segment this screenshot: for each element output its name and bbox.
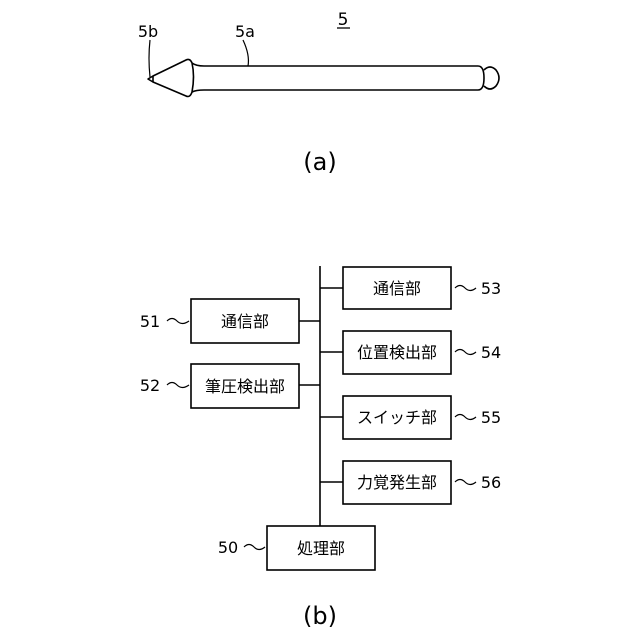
block-51: 通信部 51	[140, 299, 299, 343]
block-52: 筆圧検出部 52	[140, 364, 299, 408]
block-52-id: 52	[140, 376, 160, 395]
label-5b: 5b	[138, 22, 158, 41]
block-54-id: 54	[481, 343, 501, 362]
caption-a: (a)	[303, 148, 336, 176]
block-53-id: 53	[481, 279, 501, 298]
block-55-name: スイッチ部	[357, 408, 437, 427]
stylus-pen-drawing	[148, 59, 499, 96]
block-50-name: 処理部	[297, 539, 345, 558]
block-56-name: 力覚発生部	[357, 473, 437, 492]
block-51-id: 51	[140, 312, 160, 331]
block-53-name: 通信部	[373, 279, 421, 298]
block-50: 処理部 50	[218, 526, 375, 570]
block-54: 位置検出部 54	[343, 331, 501, 374]
block-50-id: 50	[218, 538, 238, 557]
block-56-id: 56	[481, 473, 501, 492]
block-51-name: 通信部	[221, 312, 269, 331]
pen-barrel	[204, 66, 484, 90]
pen-rear-cap	[484, 67, 499, 89]
pen-nose	[153, 59, 194, 96]
block-53: 通信部 53	[343, 267, 501, 309]
block-56: 力覚発生部 56	[343, 461, 501, 504]
bus-lines	[299, 266, 343, 526]
block-52-name: 筆圧検出部	[205, 377, 285, 396]
figure-number: 5	[338, 10, 349, 30]
label-5a: 5a	[235, 22, 255, 41]
block-54-name: 位置検出部	[357, 343, 437, 362]
caption-b: (b)	[303, 602, 337, 630]
block-55-id: 55	[481, 408, 501, 427]
block-55: スイッチ部 55	[343, 396, 501, 439]
